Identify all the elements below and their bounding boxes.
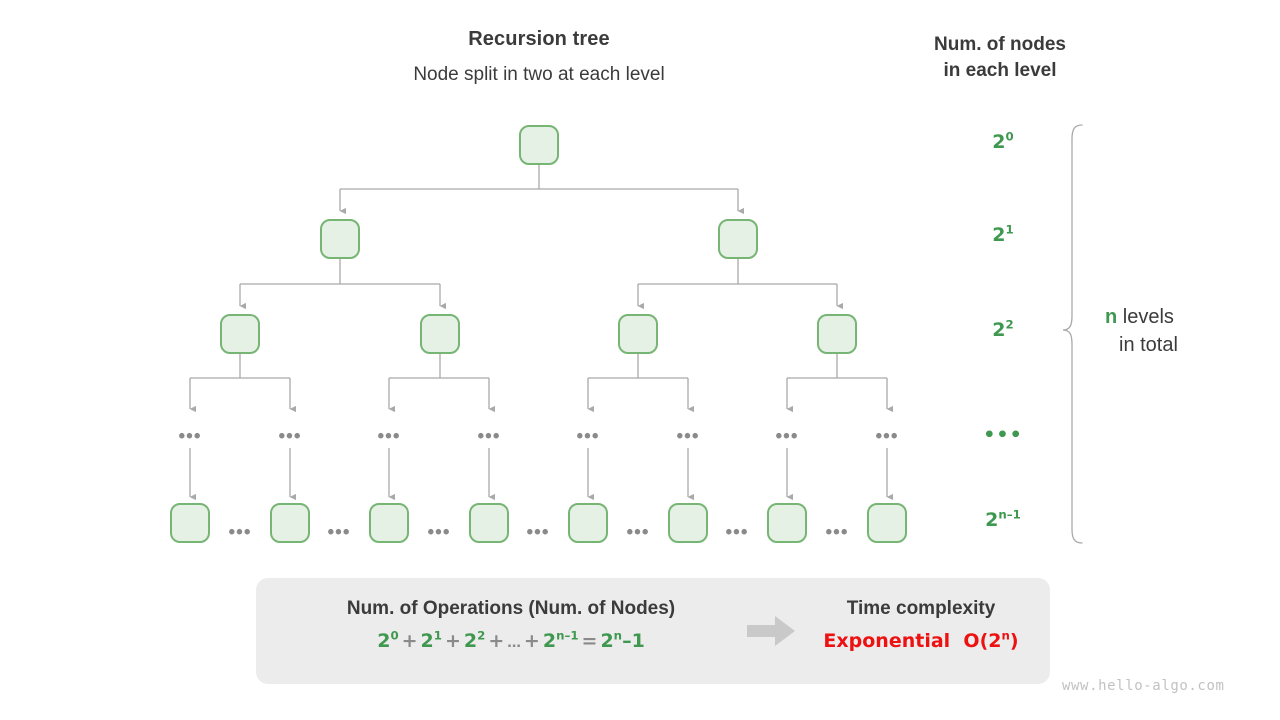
level-count-exponent: 0 <box>1005 129 1014 144</box>
tree-node <box>369 503 409 543</box>
ellipsis-mark: ••• <box>427 522 451 543</box>
level-count-exponent: 1 <box>1005 222 1014 237</box>
tree-node <box>519 125 559 165</box>
level-count-base: 2 <box>992 319 1006 341</box>
level-count-exponent: 2 <box>1005 317 1014 332</box>
complexity-big-o: O(2n) <box>963 628 1019 652</box>
right-column-title-line1: Num. of nodes <box>934 34 1066 55</box>
ellipsis-mark: ••• <box>875 426 899 447</box>
tree-node <box>618 314 658 354</box>
page-title: Recursion tree <box>468 28 610 50</box>
summary-left: Num. of Operations (Num. of Nodes) 20+21… <box>276 594 746 660</box>
tree-node <box>568 503 608 543</box>
tree-node <box>767 503 807 543</box>
levels-brace <box>1062 124 1083 544</box>
formula-equals: = <box>581 630 598 652</box>
right-column-title-line2: in each level <box>943 60 1057 81</box>
levels-total-note: n levels in total <box>1105 303 1265 359</box>
ellipsis-mark: ••• <box>526 522 550 543</box>
tree-node <box>867 503 907 543</box>
formula-plus: + <box>401 630 418 652</box>
time-complexity-value: Exponential O(2n) <box>808 624 1034 658</box>
ellipsis-mark: ••• <box>775 426 799 447</box>
tree-node <box>469 503 509 543</box>
formula-term-2: 22 <box>463 628 486 652</box>
formula-plus: + <box>444 630 461 652</box>
tree-node <box>220 314 260 354</box>
level-count-exponent: n–1 <box>998 507 1021 522</box>
tree-node <box>420 314 460 354</box>
ellipsis-mark: ••• <box>825 522 849 543</box>
tree-node <box>320 219 360 259</box>
formula-result: 2n–1 <box>600 628 645 652</box>
summary-box: Num. of Operations (Num. of Nodes) 20+21… <box>256 578 1050 684</box>
operations-heading: Num. of Operations (Num. of Nodes) <box>346 598 676 619</box>
tree-node <box>668 503 708 543</box>
level-count-label-3: ••• <box>983 424 1023 446</box>
summary-right: Time complexity Exponential O(2n) <box>808 594 1034 658</box>
ellipsis-mark: ••• <box>477 426 501 447</box>
level-count-label-4: 2n–1 <box>958 509 1048 531</box>
level-count-base: 2 <box>992 131 1006 153</box>
watermark: www.hello-algo.com <box>1062 678 1225 694</box>
formula-term-last: 2n–1 <box>542 628 579 652</box>
ellipsis-mark: ••• <box>626 522 650 543</box>
formula-ellipsis: … <box>507 635 521 651</box>
ellipsis-mark: ••• <box>377 426 401 447</box>
levels-text-line1: levels <box>1117 306 1174 328</box>
ellipsis-mark: ••• <box>327 522 351 543</box>
ellipsis-mark: ••• <box>676 426 700 447</box>
tree-node <box>817 314 857 354</box>
ellipsis-mark: ••• <box>576 426 600 447</box>
level-count-base: 2 <box>985 509 999 531</box>
tree-node <box>270 503 310 543</box>
level-count-label-2: 22 <box>958 319 1048 341</box>
ellipsis-mark: ••• <box>228 522 252 543</box>
formula-term-0: 20 <box>377 628 399 652</box>
level-count-label-1: 21 <box>958 224 1048 246</box>
levels-text-line2: in total <box>1119 334 1178 356</box>
level-count-base: 2 <box>992 224 1006 246</box>
ellipsis-mark: ••• <box>178 426 202 447</box>
tree-node <box>718 219 758 259</box>
page-subtitle: Node split in two at each level <box>413 64 665 85</box>
complexity-name: Exponential <box>823 630 951 652</box>
tree-node <box>170 503 210 543</box>
formula-plus: + <box>523 630 540 652</box>
time-complexity-heading: Time complexity <box>846 598 996 619</box>
right-arrow-icon <box>747 616 795 646</box>
operations-formula: 20+21+22+…+2n–1=2n–1 <box>276 624 746 660</box>
ellipsis-mark: ••• <box>278 426 302 447</box>
level-count-label-0: 20 <box>958 131 1048 153</box>
right-column-title: Num. of nodes in each level <box>880 32 1120 84</box>
levels-variable: n <box>1105 306 1118 328</box>
formula-plus: + <box>488 630 505 652</box>
ellipsis-mark: ••• <box>725 522 749 543</box>
formula-term-1: 21 <box>420 628 442 652</box>
